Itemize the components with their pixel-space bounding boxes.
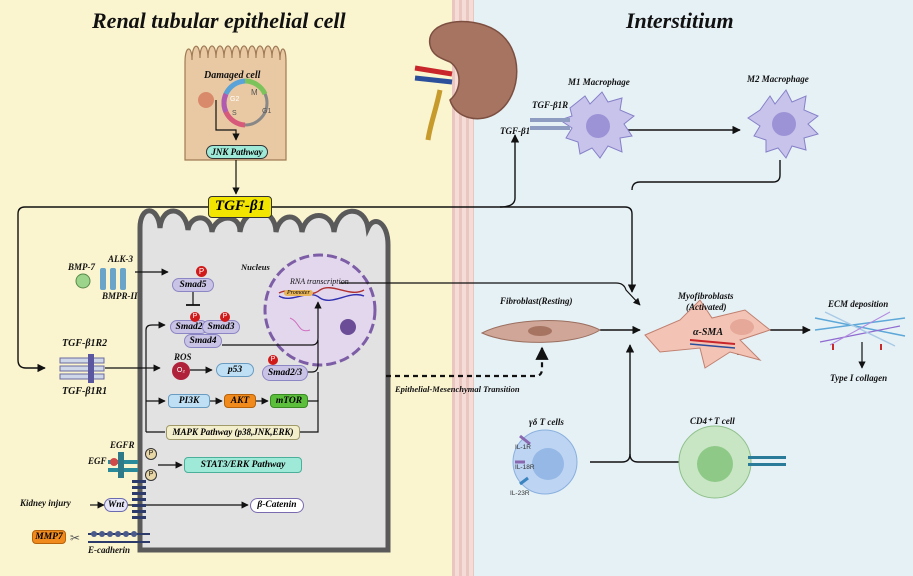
left-panel-title: Renal tubular epithelial cell bbox=[92, 8, 346, 33]
smad3-phospho: P bbox=[220, 312, 230, 322]
tgf-receptor-icon bbox=[59, 354, 105, 383]
gd-t-cells-label: γδ T cells bbox=[529, 417, 564, 427]
tgf-b1-badge: TGF-β1 bbox=[208, 196, 272, 218]
bmp7-label: BMP-7 bbox=[68, 262, 95, 272]
fibroblast-label: Fibroblast(Resting) bbox=[500, 296, 573, 306]
b-catenin-pill: β-Catenin bbox=[250, 498, 304, 513]
nucleus-shape bbox=[263, 253, 377, 367]
cycle-phase-g1: G1 bbox=[262, 108, 272, 115]
mtor-pill: mTOR bbox=[270, 394, 308, 408]
smad5-phospho: P bbox=[196, 266, 207, 277]
gd-t-cell-icon bbox=[512, 429, 578, 495]
smad5-pill: Smad5 bbox=[172, 278, 214, 292]
p53-pill: p53 bbox=[216, 363, 254, 377]
scissors-icon: ✂ bbox=[70, 531, 80, 545]
smad3-pill: Smad3 bbox=[202, 320, 240, 334]
m2-macrophage-label: M2 Macrophage bbox=[747, 74, 809, 84]
o2-circle: O₂ bbox=[172, 362, 190, 380]
il23r-label: IL-23R bbox=[510, 490, 530, 497]
ros-label: ROS bbox=[174, 352, 192, 362]
asma-label: α-SMA bbox=[693, 327, 723, 338]
cd4-t-cell-icon bbox=[678, 425, 786, 499]
smad4-pill: Smad4 bbox=[184, 334, 222, 348]
myofibroblast-label-2: (Activated) bbox=[686, 302, 727, 312]
stat3-pill: STAT3/ERK Pathway bbox=[184, 457, 302, 473]
pi3k-pill: PI3K bbox=[168, 394, 210, 408]
m1-macrophage-icon bbox=[530, 91, 635, 159]
egfr-receptor-icon bbox=[108, 452, 138, 478]
smad23-pill: Smad2/3 bbox=[262, 365, 308, 381]
myofibroblast-icon bbox=[644, 299, 772, 369]
ecm-deposition-label: ECM deposition bbox=[828, 299, 889, 309]
nucleus-label: Nucleus bbox=[241, 262, 270, 272]
ecm-fibers-icon bbox=[814, 311, 906, 350]
mapk-pill: MAPK Pathway (p38,JNK,ERK) bbox=[166, 425, 300, 440]
il18r-label: IL-18R bbox=[515, 464, 535, 471]
myofibroblast-label-1: Myofibroblasts bbox=[678, 291, 734, 301]
il1r-label: IL-1R bbox=[515, 444, 531, 451]
wnt-receptor-icon bbox=[132, 480, 146, 519]
e-cadherin-chain bbox=[88, 531, 150, 543]
wnt-pill: Wnt bbox=[104, 498, 128, 512]
cd4-t-cell-label: CD4⁺ T cell bbox=[690, 416, 735, 426]
cycle-phase-m: M bbox=[251, 88, 258, 97]
promoter-label: Promoter bbox=[284, 290, 313, 296]
tgf-b1r-label: TGF-β1R bbox=[532, 100, 569, 110]
egfr-label: EGFR bbox=[110, 440, 135, 450]
emt-label: Epithelial-Mesenchymal Transition bbox=[395, 384, 520, 394]
cycle-phase-s: S bbox=[232, 110, 237, 117]
membrane-band bbox=[452, 0, 474, 576]
bmpr2-label: BMPR-II bbox=[102, 291, 138, 301]
egf-label: EGF bbox=[88, 456, 107, 466]
e-cadherin-label: E-cadherin bbox=[88, 545, 131, 555]
akt-pill: AKT bbox=[224, 394, 256, 408]
m2-macrophage-icon bbox=[747, 89, 819, 159]
damaged-cell-label: Damaged cell bbox=[204, 70, 261, 81]
alk3-label: ALK-3 bbox=[108, 254, 134, 264]
kidney-injury-label: Kidney injury bbox=[20, 498, 71, 508]
cycle-phase-g2: G2 bbox=[230, 96, 240, 103]
egfr-phospho-2: P bbox=[145, 469, 157, 481]
rna-transcription-label: RNA transcription bbox=[290, 277, 349, 286]
type-i-collagen-label: Type I collagen bbox=[830, 373, 888, 383]
tgf-b1r2-label: TGF-β1R2 bbox=[62, 338, 108, 349]
smad2-phospho: P bbox=[190, 312, 200, 322]
damaged-cell-shape bbox=[184, 45, 287, 161]
right-panel-title: Interstitium bbox=[626, 8, 734, 33]
jnk-pathway-pill: JNK Pathway bbox=[206, 145, 268, 159]
tgf-b1-small-label: TGF-β1 bbox=[500, 126, 531, 136]
fibroblast-icon bbox=[480, 320, 601, 343]
egfr-phospho-1: P bbox=[145, 448, 157, 460]
mmp7-pill: MMP7 bbox=[32, 530, 66, 544]
smad23-phospho: P bbox=[268, 355, 278, 365]
tgf-b1r1-label: TGF-β1R1 bbox=[62, 386, 108, 397]
kidney-icon bbox=[414, 20, 518, 141]
m1-macrophage-label: M1 Macrophage bbox=[568, 77, 630, 87]
